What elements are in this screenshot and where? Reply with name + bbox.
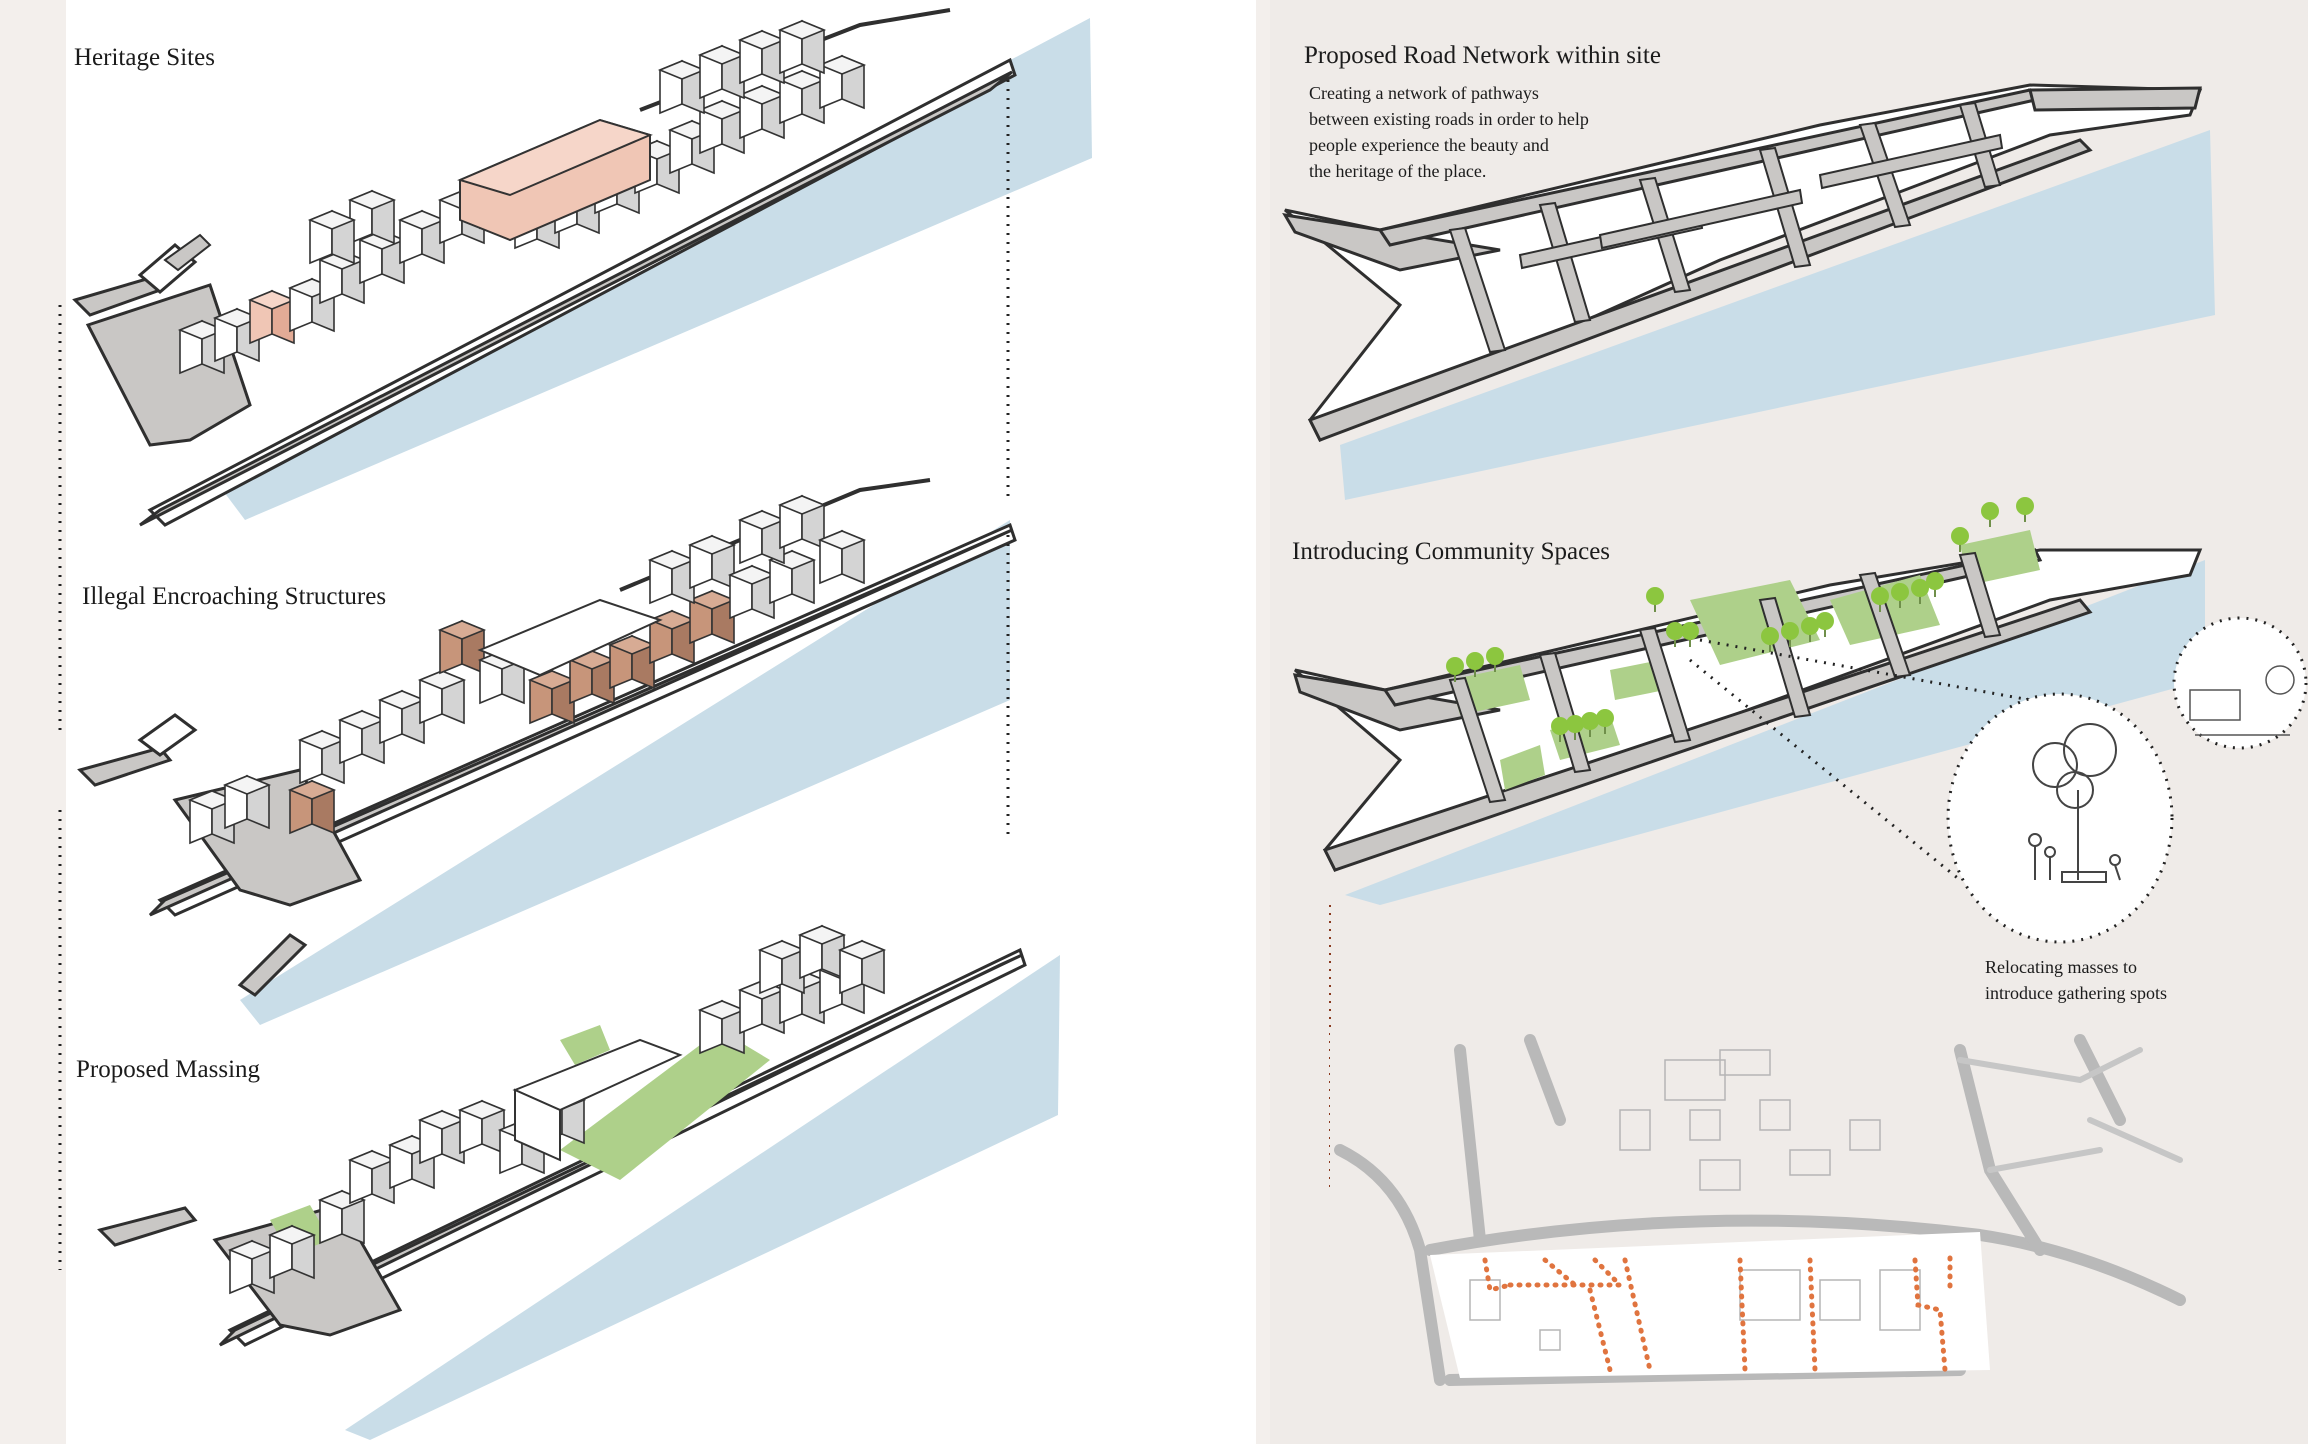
encroaching-structures-title: Illegal Encroaching Structures [82, 583, 386, 611]
heritage-sites-diagram [75, 10, 1092, 525]
cafe-vignette [2174, 618, 2306, 748]
road-desc-line: between existing roads in order to help [1309, 106, 1589, 132]
community-spaces-title: Introducing Community Spaces [1292, 538, 1610, 566]
heritage-sites-title: Heritage Sites [74, 44, 215, 72]
encroaching-structures-diagram [80, 480, 1015, 1025]
caption-line: Relocating masses to [1985, 954, 2167, 980]
caption-line: introduce gathering spots [1985, 980, 2167, 1006]
road-network-title: Proposed Road Network within site [1304, 42, 1661, 70]
road-desc-line: Creating a network of pathways [1309, 80, 1589, 106]
gathering-spot-vignette [1948, 694, 2172, 942]
proposed-massing-title: Proposed Massing [76, 1056, 260, 1084]
site-plan [1330, 1030, 2230, 1444]
road-desc-line: the heritage of the place. [1309, 158, 1589, 184]
road-desc-line: people experience the beauty and [1309, 132, 1589, 158]
road-network-description: Creating a network of pathways between e… [1309, 80, 1589, 184]
relocating-masses-caption: Relocating masses to introduce gathering… [1985, 954, 2167, 1006]
